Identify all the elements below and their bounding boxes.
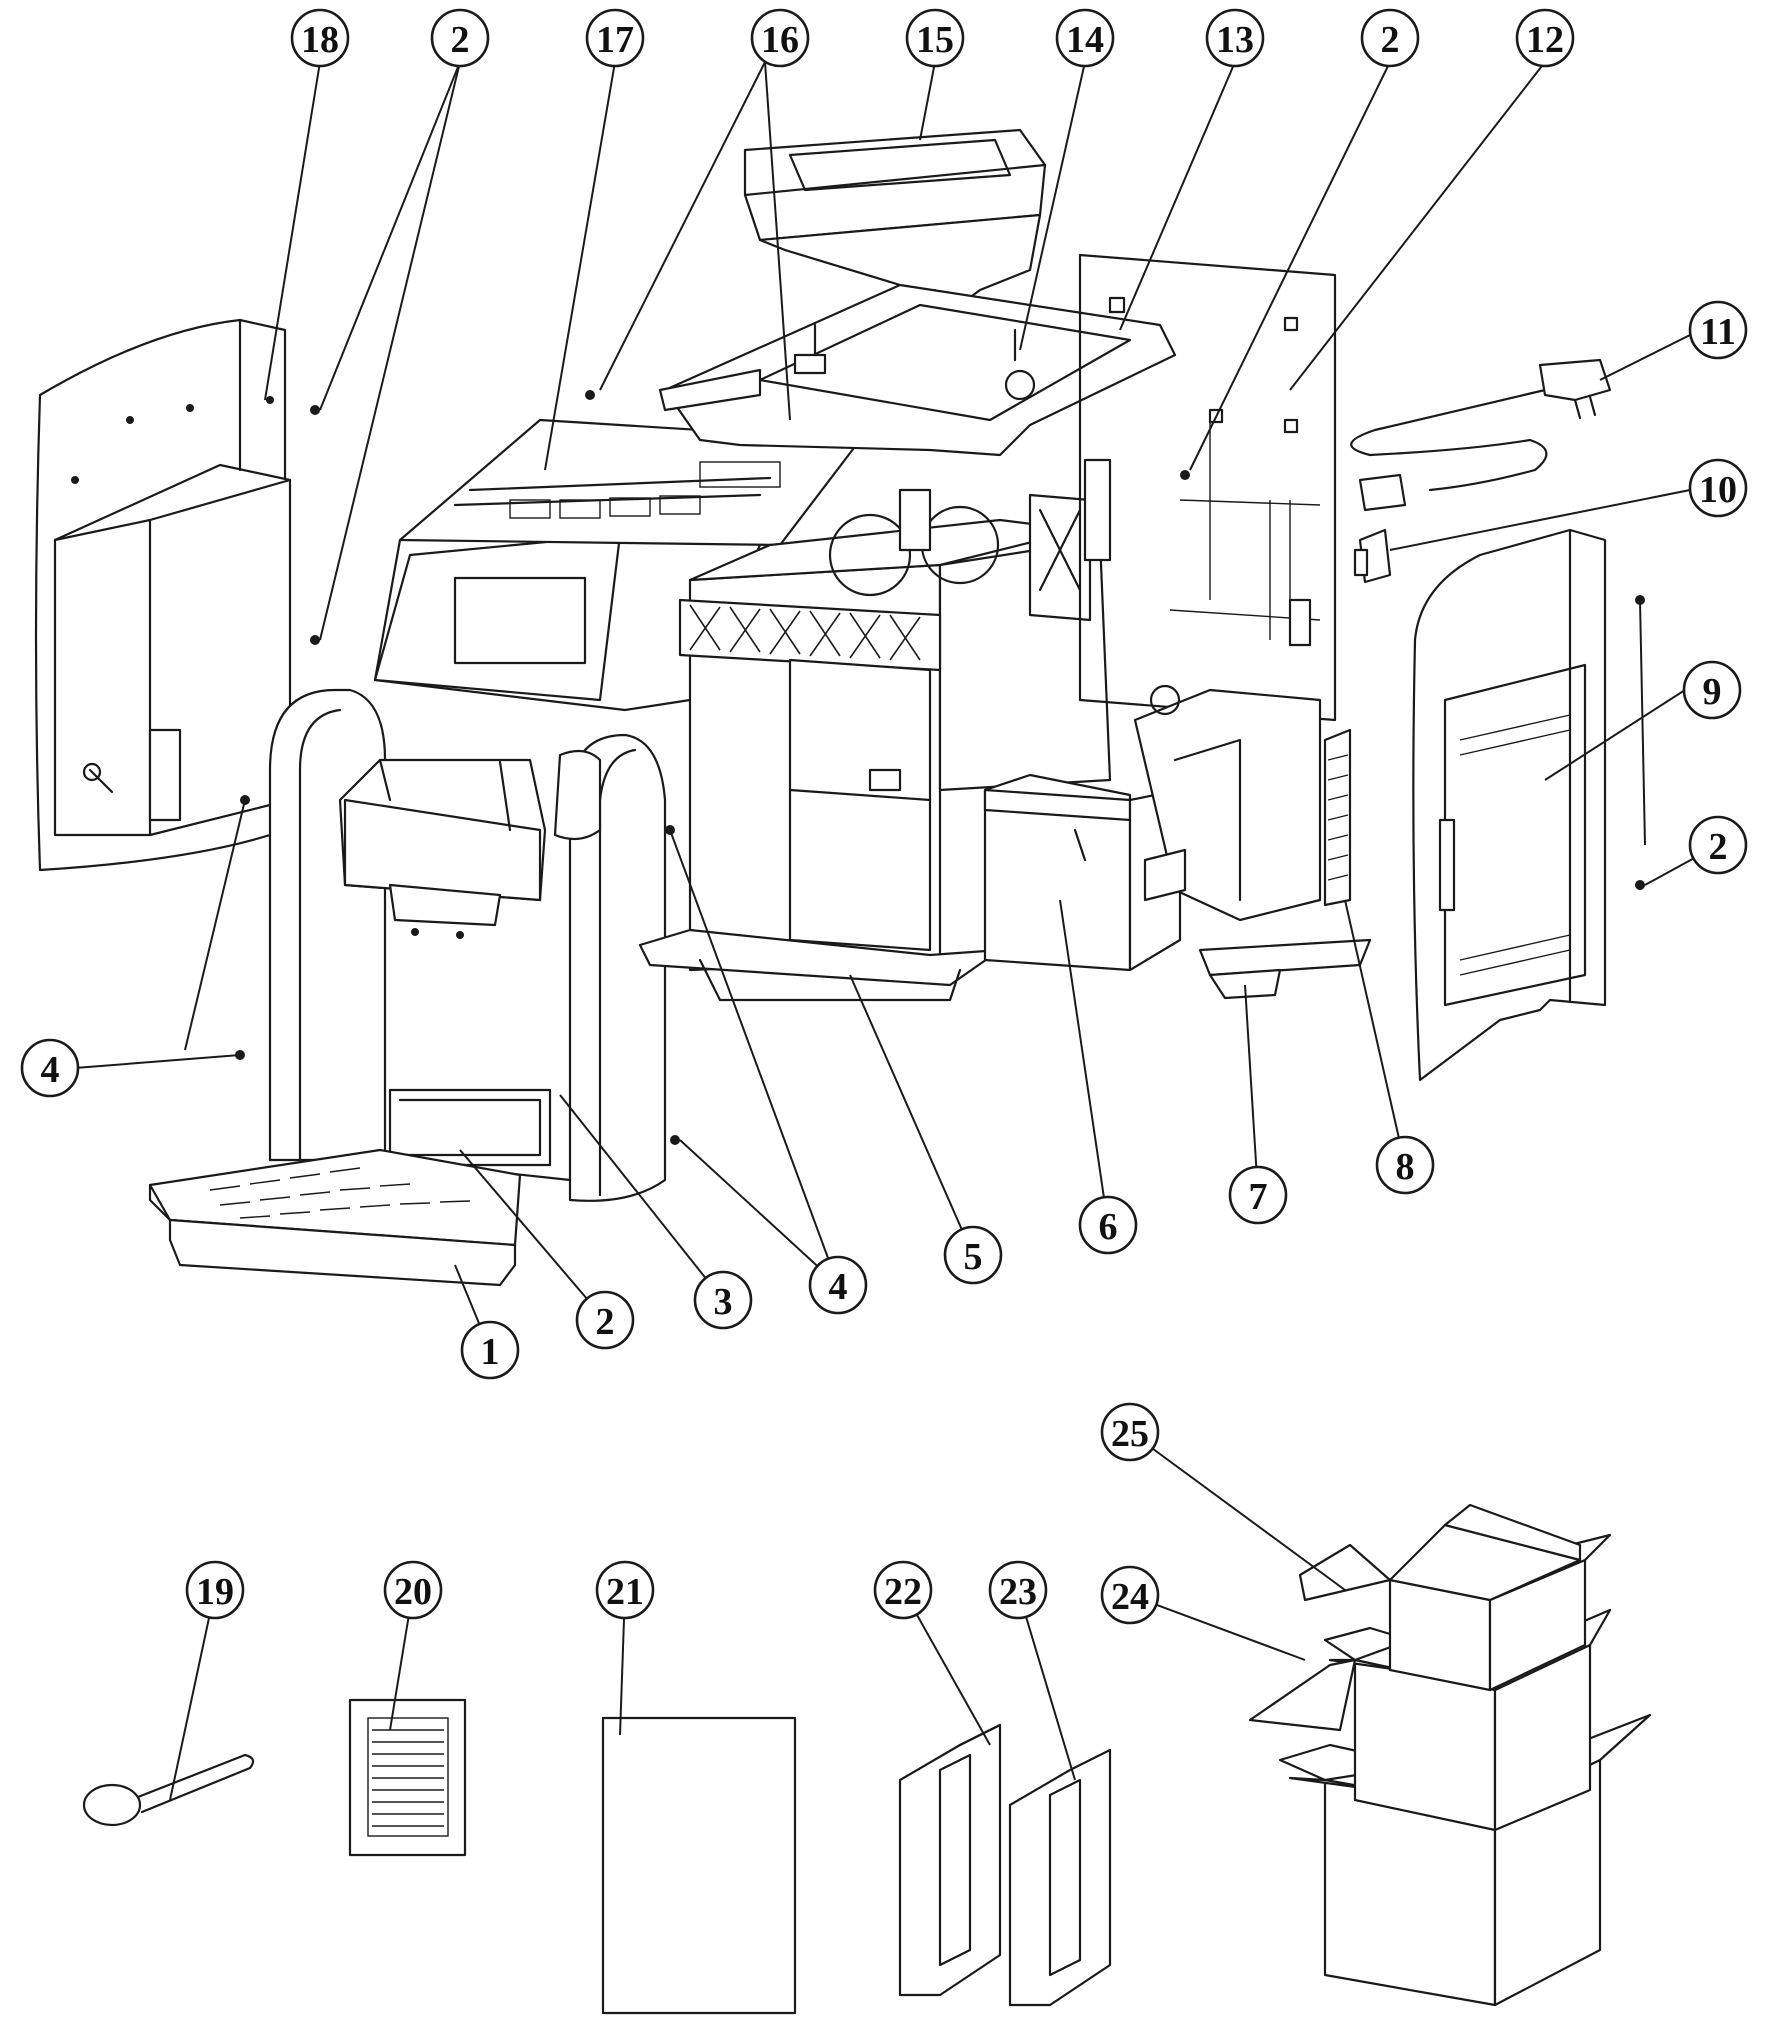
callout-label: 23 (999, 1571, 1037, 1613)
callout-label: 12 (1526, 19, 1564, 61)
callout-label: 5 (964, 1236, 983, 1278)
callout-2: 2 (575, 1290, 635, 1350)
callout-label: 13 (1216, 19, 1254, 61)
callout-2: 2 (1360, 8, 1420, 68)
part-right-side-panel (1412, 528, 1607, 1082)
callout-label: 9 (1703, 671, 1722, 713)
callout-4: 4 (808, 1255, 868, 1315)
leader-lines (74, 61, 1719, 1801)
callouts: 18 2 17 16 15 14 13 2 12 11 10 9 2 4 8 7… (20, 8, 1748, 1625)
part-control-panel (373, 418, 862, 712)
callout-12: 12 (1515, 8, 1575, 68)
callout-label: 10 (1699, 469, 1737, 511)
callout-2: 2 (430, 8, 490, 68)
part-dispenser-unit (338, 749, 602, 939)
callout-1: 1 (460, 1320, 520, 1380)
callout-7: 7 (1228, 1165, 1288, 1225)
callout-15: 15 (905, 8, 965, 68)
callout-8: 8 (1375, 1135, 1435, 1195)
part-filter-card (348, 1698, 467, 1857)
callout-label: 11 (1700, 311, 1736, 353)
part-grounds-tray (1198, 938, 1372, 1000)
part-left-side-panel (34, 318, 292, 872)
callout-label: 2 (451, 19, 470, 61)
callout-label: 6 (1099, 1206, 1118, 1248)
part-shipping-box-inner (1248, 1608, 1612, 1832)
callout-10: 10 (1688, 458, 1748, 518)
callout-label: 21 (606, 1571, 644, 1613)
callout-13: 13 (1205, 8, 1265, 68)
callout-5: 5 (943, 1225, 1003, 1285)
callout-label: 3 (714, 1281, 733, 1323)
callout-label: 2 (596, 1301, 615, 1343)
part-shipping-box-top (1298, 1503, 1612, 1692)
callout-2: 2 (1688, 815, 1748, 875)
callout-17: 17 (585, 8, 645, 68)
callout-label: 17 (596, 19, 634, 61)
callout-label: 20 (394, 1571, 432, 1613)
callout-3: 3 (693, 1270, 753, 1330)
part-manual (601, 1716, 797, 2015)
callout-label: 25 (1111, 1413, 1149, 1455)
callout-22: 22 (873, 1560, 933, 1620)
callout-label: 2 (1709, 826, 1728, 868)
part-side-rail (1323, 728, 1352, 907)
callout-20: 20 (383, 1560, 443, 1620)
callout-14: 14 (1055, 8, 1115, 68)
callout-label: 8 (1396, 1146, 1415, 1188)
part-foam-insert-right (1008, 1748, 1112, 2007)
part-bean-hopper (743, 128, 1047, 322)
part-brewing-unit (1133, 684, 1322, 922)
callout-label: 4 (41, 1049, 60, 1091)
callout-label: 19 (196, 1571, 234, 1613)
part-switch (1353, 528, 1392, 584)
callout-label: 7 (1249, 1176, 1268, 1218)
part-top-cover-frame (658, 283, 1177, 457)
callout-label: 2 (1381, 19, 1400, 61)
callout-11: 11 (1688, 300, 1748, 360)
callout-25: 25 (1100, 1402, 1160, 1462)
callout-16: 16 (750, 8, 810, 68)
callout-9: 9 (1682, 660, 1742, 720)
callout-label: 4 (829, 1266, 848, 1308)
callout-label: 14 (1066, 19, 1104, 61)
part-scoop (82, 1753, 255, 1827)
callout-6: 6 (1078, 1195, 1138, 1255)
callout-24: 24 (1100, 1565, 1160, 1625)
callout-18: 18 (290, 8, 350, 68)
callout-label: 24 (1111, 1576, 1149, 1618)
callout-label: 18 (301, 19, 339, 61)
callout-23: 23 (988, 1560, 1048, 1620)
callout-label: 16 (761, 19, 799, 61)
callout-4: 4 (20, 1038, 80, 1098)
part-main-chassis (638, 488, 1112, 1002)
callout-label: 22 (884, 1571, 922, 1613)
callout-19: 19 (185, 1560, 245, 1620)
callout-label: 15 (916, 19, 954, 61)
callout-label: 1 (481, 1331, 500, 1373)
part-screws (235, 390, 1645, 1145)
part-drip-tray (148, 1148, 522, 1287)
part-foam-insert-left (898, 1723, 1002, 1997)
part-power-cord (1350, 358, 1612, 512)
callout-21: 21 (595, 1560, 655, 1620)
